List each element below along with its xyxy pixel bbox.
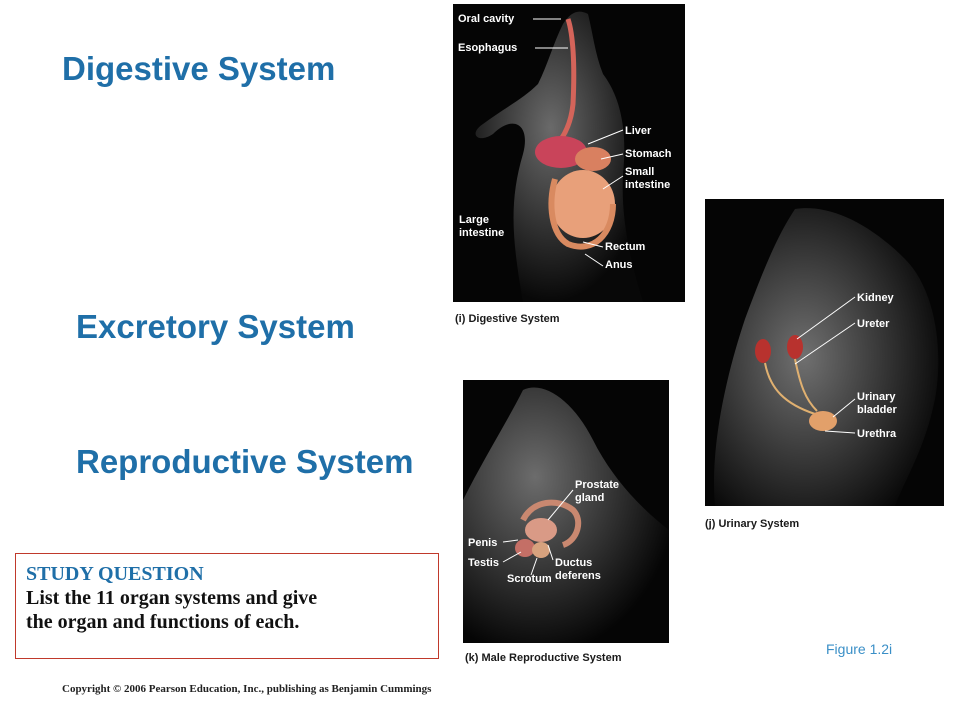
digestive-illustration	[475, 11, 643, 302]
label-scrotum: Scrotum	[507, 573, 552, 585]
label-prostate-gland-2: gland	[575, 492, 605, 504]
label-testis: Testis	[468, 557, 499, 569]
label-large-intestine-1: Large	[459, 214, 489, 226]
label-anus: Anus	[605, 259, 633, 271]
label-urinary-bladder-1: Urinary	[857, 391, 896, 403]
label-small-intestine-1: Small	[625, 166, 655, 178]
label-rectum: Rectum	[605, 241, 646, 253]
study-question-title: STUDY QUESTION	[26, 563, 204, 585]
caption-urinary-system: (j) Urinary System	[705, 518, 800, 530]
heading-digestive-system: Digestive System	[62, 50, 336, 87]
figure-number-label: Figure 1.2i	[826, 641, 893, 657]
label-ductus-deferens-2: deferens	[555, 570, 601, 582]
study-question-line-1: List the 11 organ systems and give	[26, 587, 318, 609]
label-prostate-gland-1: Prostate	[575, 479, 620, 491]
label-liver: Liver	[625, 125, 652, 137]
label-urethra: Urethra	[857, 428, 897, 440]
copyright-notice: Copyright © 2006 Pearson Education, Inc.…	[62, 683, 432, 695]
male-reproductive-system-figure: Prostate gland Penis Testis Scrotum Duct…	[463, 380, 669, 643]
label-ductus-deferens-1: Ductus	[555, 557, 593, 569]
label-ureter: Ureter	[857, 318, 890, 330]
caption-digestive-system: (i) Digestive System	[455, 313, 560, 325]
heading-excretory-system: Excretory System	[76, 308, 355, 345]
study-question-line-2: the organ and functions of each.	[26, 611, 300, 633]
urinary-system-figure: Kidney Ureter Urinary bladder Urethra	[705, 199, 944, 506]
label-small-intestine-2: intestine	[625, 179, 671, 191]
label-penis: Penis	[468, 537, 498, 549]
label-urinary-bladder-2: bladder	[857, 404, 897, 416]
label-kidney: Kidney	[857, 292, 894, 304]
study-question-body: List the 11 organ systems and give the o…	[26, 586, 428, 634]
reproductive-illustration	[463, 387, 669, 643]
caption-male-reproductive-system: (k) Male Reproductive System	[465, 652, 622, 664]
label-esophagus: Esophagus	[458, 42, 518, 54]
digestive-system-figure: Oral cavity Esophagus Liver Stomach Smal…	[453, 4, 685, 302]
heading-reproductive-system: Reproductive System	[76, 443, 414, 480]
urinary-illustration	[714, 208, 939, 506]
label-large-intestine-2: intestine	[459, 227, 505, 239]
label-oral-cavity: Oral cavity	[458, 13, 515, 25]
study-question-box: STUDY QUESTION List the 11 organ systems…	[15, 553, 439, 659]
label-stomach: Stomach	[625, 148, 672, 160]
